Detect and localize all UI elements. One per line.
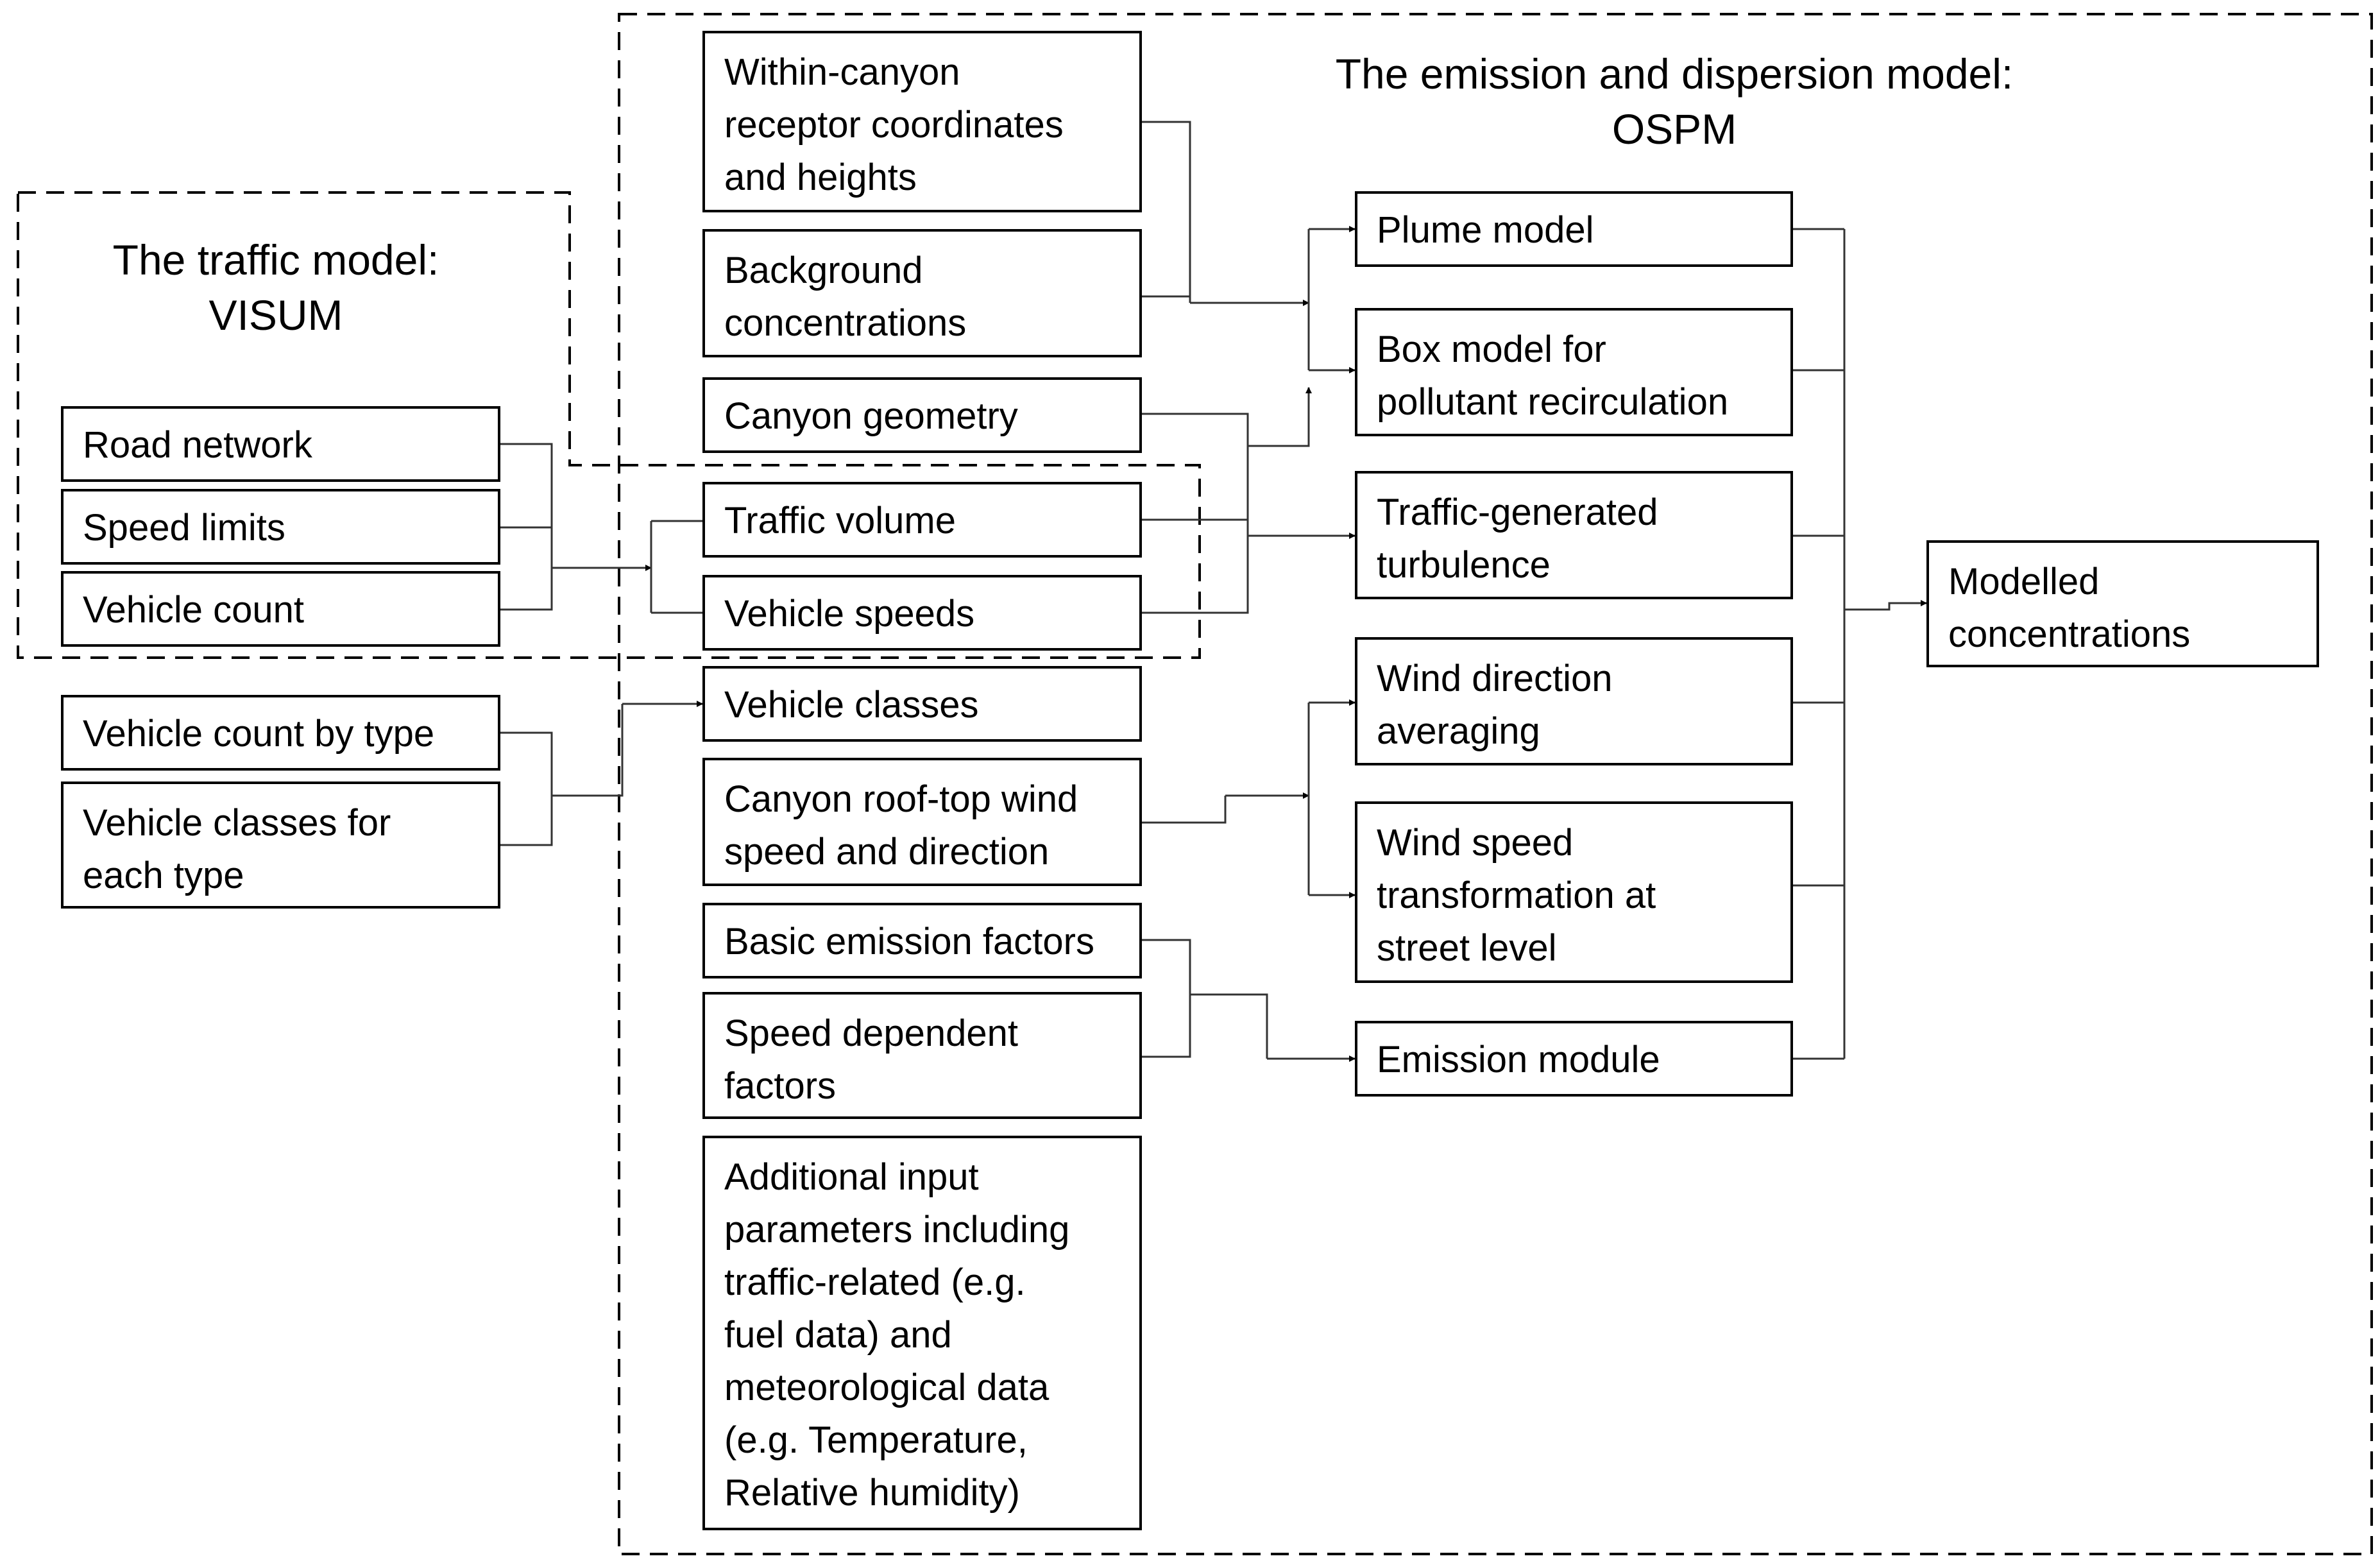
speed-dependent-factors-box: Speed dependent factors [702, 992, 1142, 1119]
emission-module-box: Emission module [1355, 1021, 1793, 1097]
vehicle-count-by-type-box: Vehicle count by type [61, 695, 500, 771]
connector-classes-each-type [500, 796, 553, 846]
connector-type-join [552, 704, 624, 797]
connector-basic-emission [1142, 939, 1191, 995]
connector-traffic-to-box [1248, 387, 1312, 447]
additional-parameters-box: Additional input parameters including tr… [702, 1136, 1142, 1530]
traffic-turbulence-box: Traffic-generated turbulence [1355, 471, 1793, 599]
speed-limits-box: Speed limits [61, 489, 500, 565]
ospm-group-frame [618, 13, 2373, 1555]
box-model-box: Box model for pollutant recirculation [1355, 308, 1793, 436]
roof-top-wind-box: Canyon roof-top wind speed and direction [702, 758, 1142, 886]
connector-vehicle-count [500, 568, 553, 611]
basic-emission-factors-box: Basic emission factors [702, 903, 1142, 978]
plume-model-box: Plume model [1355, 191, 1793, 267]
traffic-volume-box: Traffic volume [702, 482, 1142, 558]
connector-to-modelled [1844, 600, 1927, 611]
vehicle-classes-box: Vehicle classes [702, 666, 1142, 742]
vehicle-speeds-box: Vehicle speeds [702, 575, 1142, 651]
visum-title: The traffic model: VISUM [112, 236, 439, 339]
vehicle-count-box: Vehicle count [61, 571, 500, 647]
connector-geometry-branch [1190, 413, 1249, 536]
ospm-title: The emission and dispersion model: OSPM [1335, 50, 2014, 153]
background-concentrations-box: Background concentrations [702, 229, 1142, 357]
wind-direction-averaging-box: Wind direction averaging [1355, 637, 1793, 765]
wind-speed-transformation-box: Wind speed transformation at street leve… [1355, 801, 1793, 983]
connector-emission-join [1190, 993, 1268, 1059]
road-network-box: Road network [61, 406, 500, 482]
connector-road-network [500, 443, 553, 568]
visum-group-frame [17, 191, 1201, 659]
modelled-concentrations-box: Modelled concentrations [1926, 540, 2319, 667]
vehicle-classes-for-each-type-box: Vehicle classes for each type [61, 782, 500, 909]
connector-speed-dependent [1142, 995, 1191, 1058]
receptor-coordinates-box: Within-canyon receptor coordinates and h… [702, 31, 1142, 212]
connector-receptor-coords [1142, 121, 1191, 303]
connector-count-by-type [500, 731, 553, 796]
canyon-geometry-box: Canyon geometry [702, 377, 1142, 453]
connector-roof-wind [1142, 796, 1227, 824]
connector-speeds-out [1142, 513, 1249, 614]
